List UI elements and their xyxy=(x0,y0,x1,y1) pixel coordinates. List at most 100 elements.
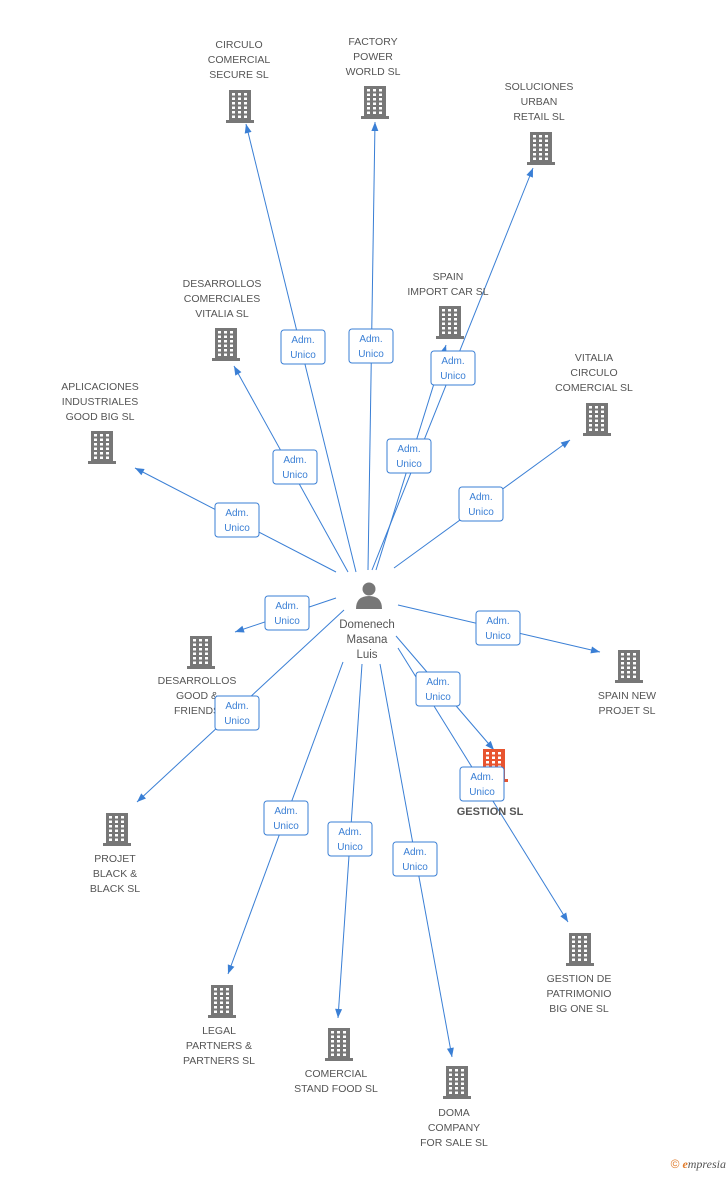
building-icon[interactable] xyxy=(527,132,555,165)
relation-badge[interactable]: Adm.Unico xyxy=(263,800,309,836)
arrow-head-icon xyxy=(135,468,145,476)
company-label-line: COMPANY xyxy=(428,1122,480,1134)
relation-badge[interactable]: Adm. Unico xyxy=(272,449,318,485)
relation-badge[interactable]: Adm.Unico xyxy=(214,502,260,538)
company-label-line: SPAIN NEW xyxy=(598,690,656,702)
relation-role-line1: Adm. xyxy=(338,827,361,838)
company-label-line: COMERCIALES xyxy=(184,293,260,305)
building-icon[interactable] xyxy=(443,1066,471,1099)
relation-role-line2: Unico xyxy=(485,631,511,642)
building-icon[interactable] xyxy=(566,933,594,966)
relation-badge[interactable]: Adm.Unico xyxy=(475,610,521,646)
building-icon[interactable] xyxy=(436,306,464,339)
company-label-aplicaciones-industriales-good-big[interactable]: APLICACIONES INDUSTRIALES GOOD BIG SL xyxy=(61,381,139,423)
company-label-line: SOLUCIONES xyxy=(505,81,574,93)
relation-badge[interactable]: Adm.Unico xyxy=(348,328,394,364)
company-label-line: BLACK SL xyxy=(90,883,140,895)
relation-role-line1: Adm. xyxy=(470,772,493,783)
company-label-line: PARTNERS SL xyxy=(183,1055,255,1067)
relation-role-line1: Adm. xyxy=(426,677,449,688)
brand-logo-text: mpresia xyxy=(687,1157,726,1171)
building-icon[interactable] xyxy=(615,650,643,683)
arrow-head-icon xyxy=(371,122,379,132)
relation-role-line1: Adm. xyxy=(359,334,382,345)
building-icon[interactable] xyxy=(226,90,254,123)
relation-role-line2: Unico xyxy=(290,350,316,361)
arrow-head-icon xyxy=(235,625,245,633)
relation-badge[interactable]: Adm. Unico xyxy=(214,695,260,731)
company-label-line: GESTION DE xyxy=(547,973,612,985)
relation-role-line2: Unico xyxy=(282,470,308,481)
building-icon[interactable] xyxy=(583,403,611,436)
company-label-line: PATRIMONIO xyxy=(547,988,612,1000)
relation-badge[interactable]: Adm. Unico xyxy=(415,671,461,707)
company-label-line: GOOD & xyxy=(176,690,218,702)
arrow-head-icon xyxy=(335,1008,343,1018)
company-label-line: PARTNERS & xyxy=(186,1040,252,1052)
arrow-head-icon xyxy=(446,1047,454,1057)
company-label-line: VITALIA SL xyxy=(195,308,249,320)
arrow-head-icon xyxy=(227,964,235,974)
company-label-line: FOR SALE SL xyxy=(420,1137,488,1149)
relation-badge[interactable]: Adm.Unico xyxy=(386,438,432,474)
person-icon[interactable] xyxy=(356,582,382,610)
company-label-line: SECURE SL xyxy=(209,69,269,81)
company-label-line: GOOD BIG SL xyxy=(66,411,135,423)
company-label-line: BIG ONE SL xyxy=(549,1003,609,1015)
company-label-gestion-patrimonio-big-one[interactable]: GESTION DE PATRIMONIO BIG ONE SL xyxy=(547,973,612,1015)
company-label-line: DESARROLLOS xyxy=(158,675,237,687)
relation-role-line1: Adm. xyxy=(225,508,248,519)
relation-role-line2: Unico xyxy=(396,459,422,470)
relation-role-line2: Unico xyxy=(425,692,451,703)
building-icon[interactable] xyxy=(361,86,389,119)
relation-badge[interactable]: Adm. Unico xyxy=(327,821,373,857)
relation-role-line1: Adm. xyxy=(283,455,306,466)
company-label-line: CIRCULO xyxy=(215,39,262,51)
relation-badge[interactable]: Adm.Unico xyxy=(264,595,310,631)
relation-badge[interactable]: Adm. Unico xyxy=(459,766,505,802)
company-label-line: DOMA xyxy=(438,1107,470,1119)
building-icon[interactable] xyxy=(187,636,215,669)
company-label-line: STAND FOOD SL xyxy=(294,1083,378,1095)
building-icon[interactable] xyxy=(208,985,236,1018)
arrow-head-icon xyxy=(590,646,600,654)
company-label-line: CIRCULO xyxy=(570,367,617,379)
copyright-symbol: © xyxy=(670,1157,680,1171)
relation-badge[interactable]: Adm.Unico xyxy=(430,350,476,386)
company-label-line: IMPORT CAR SL xyxy=(407,286,488,298)
building-icon[interactable] xyxy=(88,431,116,464)
building-icon[interactable] xyxy=(103,813,131,846)
building-icon[interactable] xyxy=(212,328,240,361)
relation-role-line2: Unico xyxy=(337,842,363,853)
company-label-desarrollos-good-friends[interactable]: DESARROLLOS GOOD & FRIENDS xyxy=(158,675,237,717)
company-label-doma-company-for-sale[interactable]: DOMA COMPANY FOR SALE SL xyxy=(420,1107,488,1149)
relation-badge[interactable]: Adm.Unico xyxy=(280,329,326,365)
company-label-line: APLICACIONES xyxy=(61,381,139,393)
company-label-comercial-stand-food[interactable]: COMERCIAL STAND FOOD SL xyxy=(294,1068,378,1095)
company-label-line: SPAIN xyxy=(433,271,464,283)
building-icon[interactable] xyxy=(325,1028,353,1061)
brand-logo-initial: e xyxy=(682,1157,688,1171)
company-label-line: FACTORY xyxy=(348,36,397,48)
company-label-spain-import-car[interactable]: SPAIN IMPORT CAR SL xyxy=(407,271,488,298)
relation-role-line1: Adm. xyxy=(225,701,248,712)
relation-badge[interactable]: Adm.Unico xyxy=(392,841,438,877)
relation-role-line2: Unico xyxy=(469,787,495,798)
relation-badge[interactable]: Adm.Unico xyxy=(458,486,504,522)
company-label-line: INDUSTRIALES xyxy=(62,396,138,408)
relation-role-line2: Unico xyxy=(440,371,466,382)
relation-role-line2: Unico xyxy=(224,716,250,727)
company-label-line: FRIENDS xyxy=(174,705,220,717)
company-label-line: COMERCIAL xyxy=(305,1068,368,1080)
